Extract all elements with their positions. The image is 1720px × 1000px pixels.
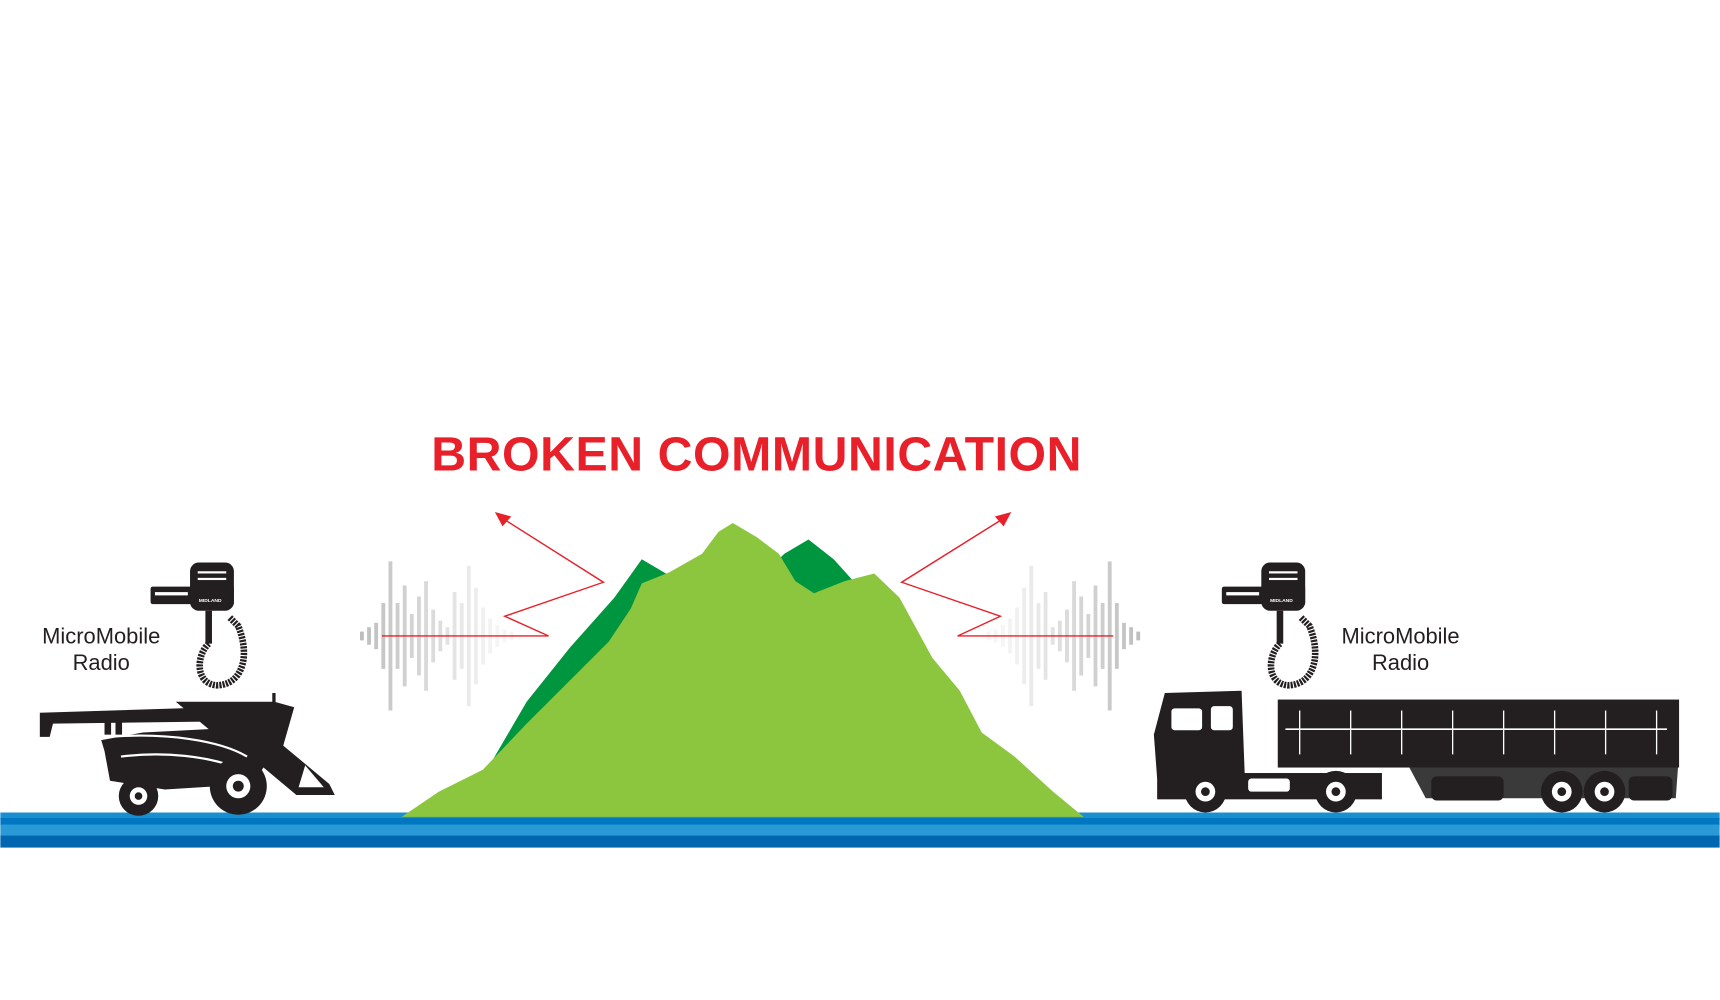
mountain — [401, 523, 1084, 817]
radio-microphone-icon-right: MIDLAND — [1221, 562, 1319, 689]
right-radio-label-line2: Radio — [1372, 650, 1429, 675]
radio-microphone-icon-left: MIDLAND — [150, 562, 248, 689]
radio-logo: MIDLAND — [199, 598, 222, 604]
arrow-head-icon — [994, 512, 1012, 527]
ground — [0, 812, 1720, 848]
waveform-bar — [1136, 631, 1141, 641]
waveform-bar — [1114, 603, 1119, 669]
broken-signal-left — [381, 512, 606, 637]
truck-icon — [1153, 690, 1680, 813]
combine-harvester-icon — [39, 692, 335, 816]
waveform-bar — [367, 627, 371, 645]
right-radio-label-line1: MicroMobile — [1342, 624, 1460, 649]
radio-logo: MIDLAND — [1270, 598, 1293, 604]
arrow-head-icon — [494, 512, 512, 527]
waveform-bar — [360, 631, 364, 641]
left-radio-label-line1: MicroMobile — [42, 624, 160, 649]
broken-signal-right — [900, 512, 1114, 637]
waveform-bar — [1122, 622, 1126, 650]
waveform-bar — [1129, 627, 1134, 645]
waveform-bar — [374, 622, 379, 650]
left-radio-label-line2: Radio — [73, 650, 130, 675]
diagram-title: BROKEN COMMUNICATION — [431, 427, 1082, 481]
